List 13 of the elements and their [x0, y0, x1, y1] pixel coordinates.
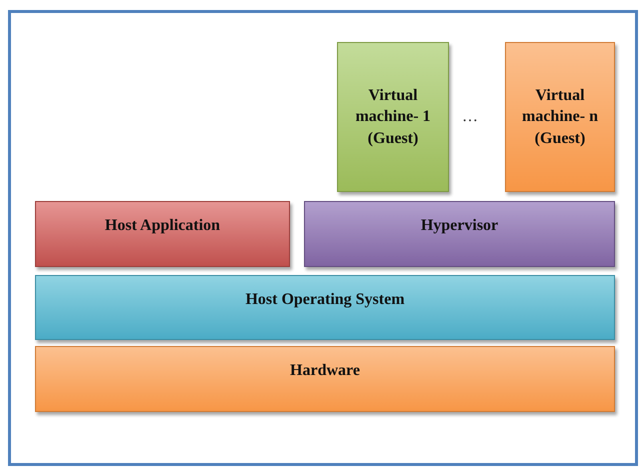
- hypervisor-layer: [304, 201, 615, 267]
- application-layer: [35, 201, 290, 267]
- guest-vm-box: [337, 42, 449, 192]
- layer-label: Virtual machine- 1 (Guest): [354, 86, 432, 149]
- layer-label: Hypervisor: [420, 216, 498, 236]
- layer-label: Host Operating System: [245, 290, 405, 310]
- os-layer: [35, 275, 615, 340]
- layer-label: Hardware: [290, 361, 360, 381]
- hardware-layer: [35, 346, 615, 412]
- layer-label: Virtual machine- n (Guest): [521, 86, 599, 149]
- ellipsis: …: [462, 108, 478, 126]
- guest-vm-box: [505, 42, 615, 192]
- layer-label: Host Application: [104, 216, 220, 236]
